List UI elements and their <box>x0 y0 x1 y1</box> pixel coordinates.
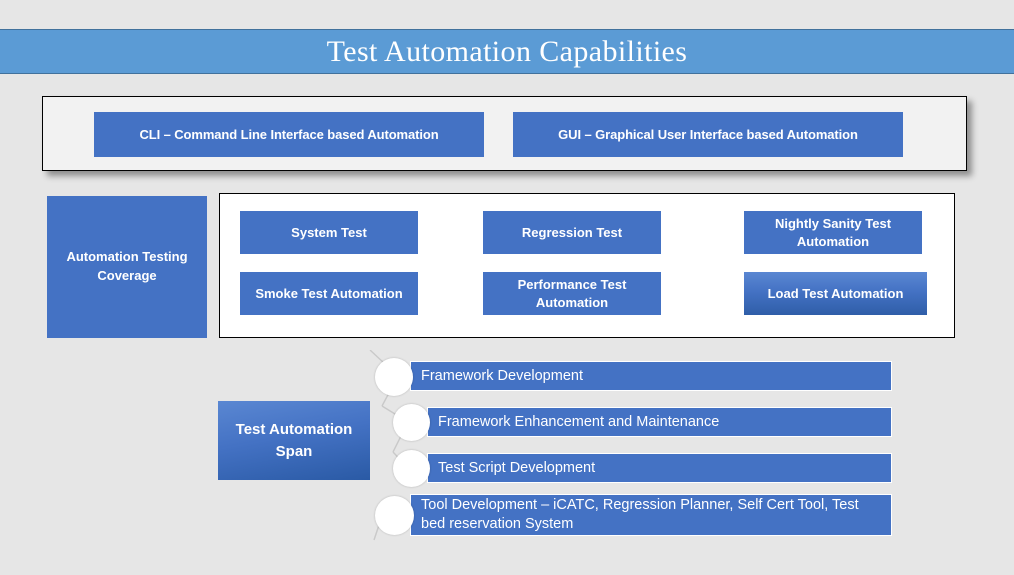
span-node-circle-3 <box>393 450 430 487</box>
coverage-box-nightly-sanity-test-automation[interactable]: Nightly Sanity Test Automation <box>744 211 922 254</box>
coverage-panel: System Test Smoke Test Automation Regres… <box>219 193 955 338</box>
interface-box-cli[interactable]: CLI – Command Line Interface based Autom… <box>94 112 484 157</box>
span-bar-tool-development[interactable]: Tool Development – iCATC, Regression Pla… <box>410 494 892 536</box>
coverage-box-system-test[interactable]: System Test <box>240 211 418 254</box>
coverage-label-box: Automation Testing Coverage <box>47 196 207 338</box>
title-banner: Test Automation Capabilities <box>0 29 1014 74</box>
span-node-circle-4 <box>375 496 414 535</box>
span-node-circle-1 <box>375 358 413 396</box>
coverage-box-load-test-automation[interactable]: Load Test Automation <box>744 272 927 315</box>
interfaces-panel: CLI – Command Line Interface based Autom… <box>42 96 967 171</box>
interface-box-gui[interactable]: GUI – Graphical User Interface based Aut… <box>513 112 903 157</box>
page-title: Test Automation Capabilities <box>326 34 688 68</box>
span-bar-framework-development[interactable]: Framework Development <box>410 361 892 391</box>
coverage-box-regression-test[interactable]: Regression Test <box>483 211 661 254</box>
coverage-box-smoke-test-automation[interactable]: Smoke Test Automation <box>240 272 418 315</box>
span-label-box: Test Automation Span <box>218 401 370 480</box>
span-bar-framework-enhancement-and-maintenance[interactable]: Framework Enhancement and Maintenance <box>427 407 892 437</box>
span-bar-test-script-development[interactable]: Test Script Development <box>427 453 892 483</box>
span-node-circle-2 <box>393 404 430 441</box>
coverage-box-performance-test-automation[interactable]: Performance Test Automation <box>483 272 661 315</box>
